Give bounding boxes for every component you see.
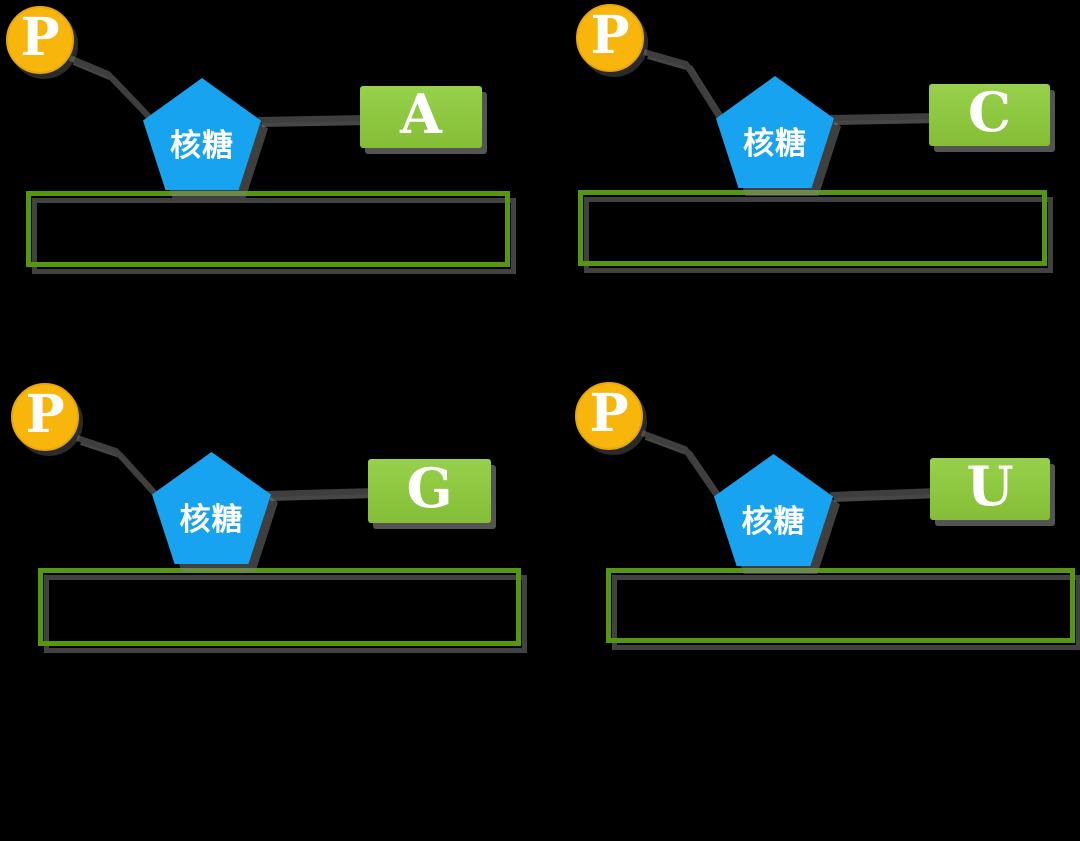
base-box-c: C xyxy=(929,84,1050,146)
phosphate-ribose-bond-a xyxy=(68,55,155,123)
ribose-shape: 核糖 xyxy=(143,78,261,190)
answer-box-u[interactable] xyxy=(606,568,1075,643)
answer-box-c[interactable] xyxy=(578,190,1047,266)
ribose-base-bond-g xyxy=(265,488,375,497)
ribose-base-bond-u xyxy=(829,488,937,498)
phosphate-circle: P xyxy=(6,6,74,74)
phosphate-circle: P xyxy=(576,4,644,72)
ribose-label: 核糖 xyxy=(743,125,807,162)
ribose-shape: 核糖 xyxy=(716,76,834,188)
phosphate-label: P xyxy=(589,383,629,444)
base-box-a: A xyxy=(360,86,482,148)
ribose-base-bond-c xyxy=(829,113,937,121)
ribose-pentagon: 核糖 xyxy=(152,452,271,564)
phosphate-label: P xyxy=(25,384,65,445)
phosphate-circle: P xyxy=(575,382,643,450)
base-label-a: A xyxy=(400,82,442,146)
base-label-g: G xyxy=(406,456,453,520)
phosphate-circle: P xyxy=(11,383,79,451)
ribose-label: 核糖 xyxy=(179,501,244,538)
answer-box-g[interactable] xyxy=(38,568,521,646)
base-label-u: U xyxy=(966,454,1014,518)
phosphate-ribose-bond-c xyxy=(643,49,723,120)
phosphate-ribose-bond-g xyxy=(76,435,160,499)
ribose-pentagon: 核糖 xyxy=(143,78,261,190)
base-box-u: U xyxy=(930,458,1050,520)
phosphate-ribose-bond-u xyxy=(640,430,721,499)
ribose-label: 核糖 xyxy=(170,127,234,164)
ribose-pentagon: 核糖 xyxy=(714,454,833,566)
ribose-pentagon: 核糖 xyxy=(716,76,834,188)
ribose-label: 核糖 xyxy=(741,503,806,540)
base-label-c: C xyxy=(968,80,1011,144)
phosphate-label: P xyxy=(20,7,60,68)
base-box-g: G xyxy=(368,459,491,523)
ribose-shape: 核糖 xyxy=(714,454,833,566)
ribose-base-bond-a xyxy=(257,115,367,123)
answer-box-a[interactable] xyxy=(26,191,510,267)
phosphate-label: P xyxy=(590,5,630,66)
ribose-shape: 核糖 xyxy=(152,452,271,564)
